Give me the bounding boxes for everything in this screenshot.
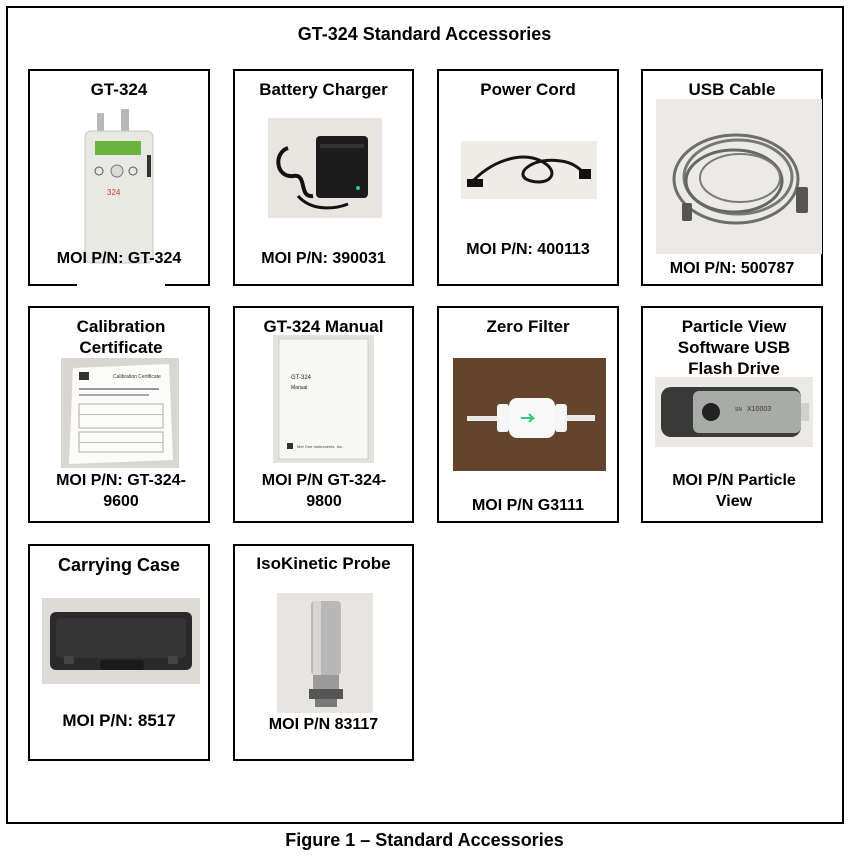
accessory-card-calibration-certificate: Calibration Certificate Calibration Cert… — [28, 306, 210, 523]
page-frame — [6, 6, 844, 824]
item-part-number: MOI P/N: 8517 — [62, 711, 176, 730]
page-title: GT-324 Standard Accessories — [297, 24, 552, 44]
cert-doc-title: Calibration Certificate — [113, 374, 161, 380]
figure-caption: Figure 1 – Standard Accessories — [285, 830, 564, 850]
item-part-number: MOI P/N Particle View — [672, 472, 796, 510]
carrying-case-image — [42, 598, 200, 684]
power-cord-image — [461, 141, 597, 199]
item-name: Power Cord — [480, 80, 576, 99]
calibration-certificate-image: Calibration Certificate — [61, 358, 179, 468]
isokinetic-probe-image — [277, 593, 373, 713]
accessory-card-usb-cable: USB Cable MOI P/N: 500787 — [641, 69, 823, 286]
manual-image: GT-324 Manual Met One Instruments, Inc. — [273, 335, 374, 463]
item-part-number: MOI P/N: 390031 — [261, 250, 386, 267]
usb-cable-image — [656, 99, 822, 254]
item-name: GT-324 — [90, 80, 148, 99]
manual-doc-title: GT-324 — [291, 375, 312, 381]
accessory-card-particle-view-usb: Particle View Software USB Flash Drive S… — [641, 306, 823, 523]
accessory-card-isokinetic-probe: IsoKinetic Probe MOI P/N 83117 — [233, 544, 414, 761]
item-name: Calibration Certificate — [76, 317, 166, 357]
manual-doc-subtitle: Manual — [291, 385, 307, 391]
usb-serial-number: X10003 — [747, 406, 771, 413]
item-name: GT-324 Manual — [263, 317, 384, 336]
manual-company: Met One Instruments, Inc. — [297, 444, 343, 449]
item-part-number: MOI P/N 83117 — [268, 716, 379, 733]
device-model-label: 324 — [107, 188, 121, 197]
item-name: Particle View Software USB Flash Drive — [677, 317, 791, 378]
accessory-card-zero-filter: Zero Filter MOI P/N G3111 — [437, 306, 619, 523]
usb-flash-drive-image: SN X10003 — [655, 377, 813, 447]
item-name: Zero Filter — [486, 317, 570, 336]
item-part-number: MOI P/N: 400113 — [466, 241, 590, 258]
zero-filter-image — [453, 358, 606, 471]
item-name: USB Cable — [688, 80, 776, 99]
accessory-card-carrying-case: Carrying Case MOI P/N: 8517 — [28, 544, 210, 761]
battery-charger-image — [268, 118, 382, 218]
item-part-number: MOI P/N: GT-324-9600 — [56, 472, 186, 510]
item-name: IsoKinetic Probe — [256, 554, 391, 573]
item-part-number: MOI P/N: GT-324 — [56, 250, 182, 267]
accessory-card-gt324: GT-324 324 MOI P/N: GT-324 — [28, 69, 210, 287]
item-name: Battery Charger — [259, 80, 388, 99]
item-part-number: MOI P/N GT-324-9800 — [261, 472, 387, 510]
item-part-number: MOI P/N: 500787 — [669, 260, 795, 277]
item-part-number: MOI P/N G3111 — [471, 497, 585, 514]
accessory-card-battery-charger: Battery Charger MOI P/N: 390031 — [233, 69, 414, 286]
accessory-card-power-cord: Power Cord MOI P/N: 400113 — [437, 69, 619, 286]
usb-sn-label: SN — [735, 407, 742, 413]
gt324-device-image: 324 — [77, 107, 165, 287]
item-name: Carrying Case — [57, 555, 181, 575]
accessory-card-manual: GT-324 Manual GT-324 Manual Met One Inst… — [233, 306, 414, 523]
